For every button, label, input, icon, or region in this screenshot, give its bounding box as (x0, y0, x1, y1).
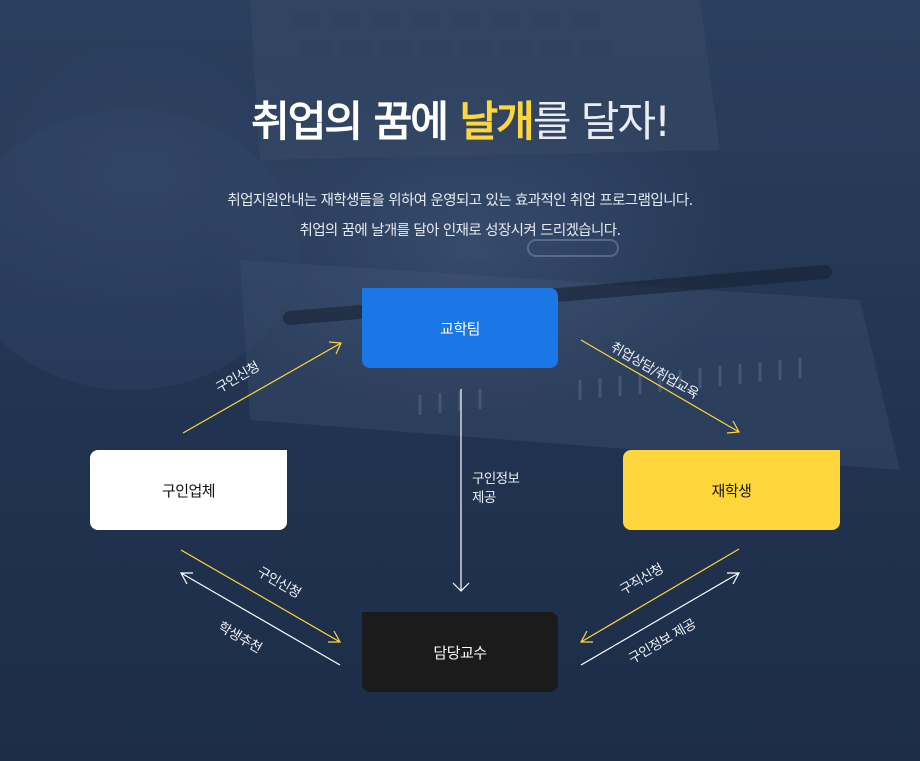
label-top-to-bottom-line-2: 제공 (472, 489, 519, 508)
node-professor-label: 담당교수 (433, 642, 486, 663)
node-academic-team-label: 교학팀 (440, 318, 480, 339)
node-professor: 담당교수 (362, 612, 558, 692)
arrow-left-to-bottom (181, 550, 340, 642)
node-student-label: 재학생 (712, 480, 752, 501)
node-hiring-company-label: 구인업체 (162, 480, 215, 501)
label-top-to-bottom: 구인정보 제공 (472, 470, 519, 508)
label-top-to-bottom-line-1: 구인정보 (472, 470, 519, 489)
node-student: 재학생 (623, 450, 840, 530)
node-hiring-company: 구인업체 (90, 450, 287, 530)
arrow-bottom-to-left (181, 573, 340, 665)
arrow-left-to-top (183, 343, 341, 433)
arrow-top-to-right (581, 340, 739, 432)
node-academic-team: 교학팀 (362, 288, 558, 368)
